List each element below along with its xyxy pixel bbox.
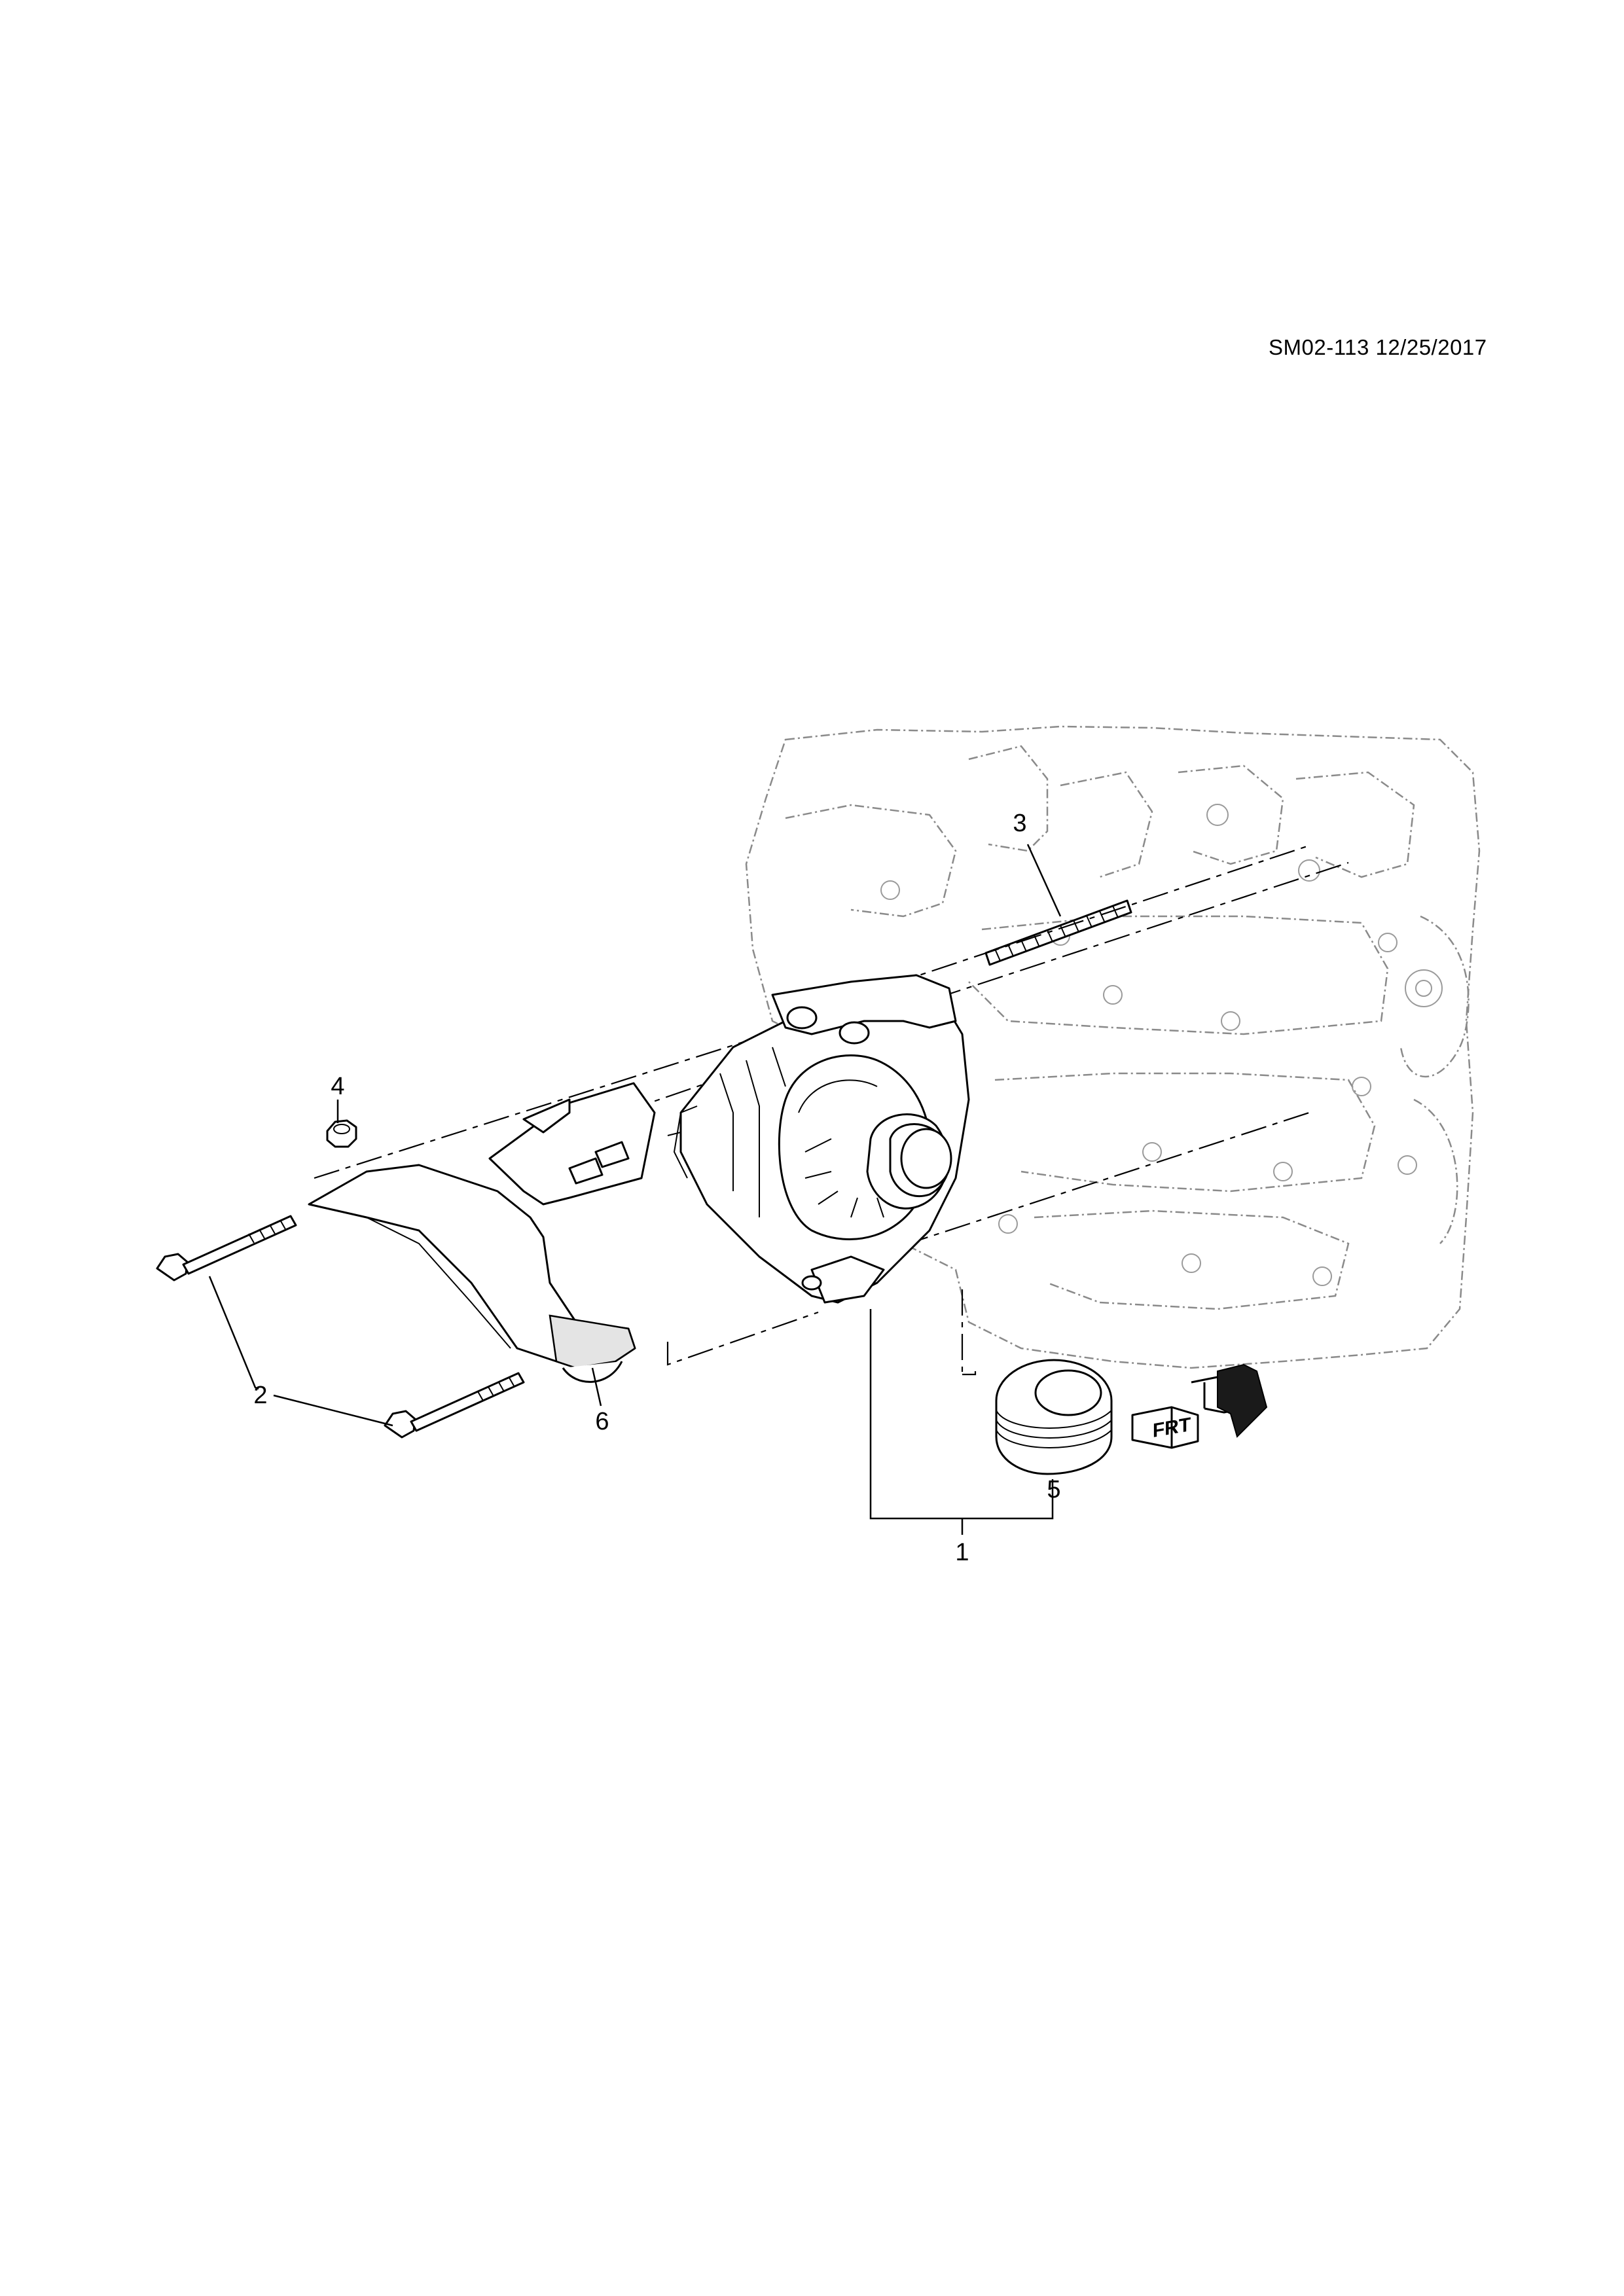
callout-3: 3 bbox=[1013, 810, 1027, 837]
callout-4: 4 bbox=[331, 1073, 345, 1100]
front-direction-indicator bbox=[1131, 1363, 1268, 1449]
callout-1: 1 bbox=[955, 1539, 969, 1566]
stud bbox=[984, 899, 1132, 966]
pulley bbox=[995, 1359, 1113, 1475]
nut bbox=[326, 1119, 357, 1148]
document-reference: SM02-113 12/25/2017 bbox=[1269, 335, 1487, 359]
bolts bbox=[156, 1215, 525, 1439]
leader-lines bbox=[208, 844, 1062, 1535]
callout-2: 2 bbox=[253, 1382, 268, 1409]
heat-shield bbox=[308, 1082, 656, 1383]
alternator bbox=[667, 974, 970, 1304]
callout-5: 5 bbox=[1047, 1476, 1061, 1503]
callout-6: 6 bbox=[595, 1408, 609, 1435]
